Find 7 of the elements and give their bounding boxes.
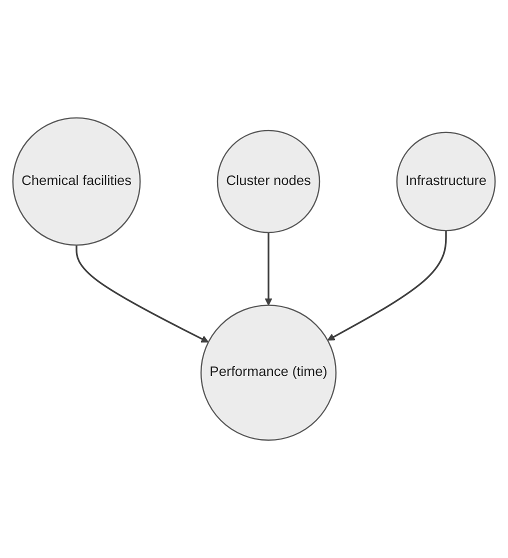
- node-circle: Performance (time): [200, 304, 337, 441]
- arrow: [327, 230, 447, 341]
- arrow: [264, 232, 272, 306]
- arrow: [76, 245, 209, 342]
- node-circle: Infrastructure: [396, 132, 496, 232]
- node-circle: Chemical facilities: [12, 117, 141, 246]
- node-circle: Cluster nodes: [216, 130, 320, 234]
